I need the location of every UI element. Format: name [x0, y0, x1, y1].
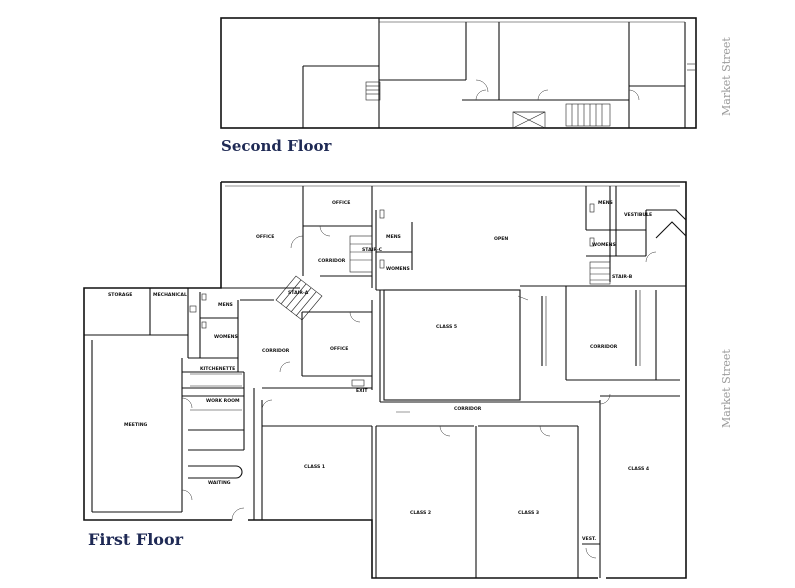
- exterior-wall: [83, 182, 232, 521]
- fixture: [201, 321, 207, 329]
- room-labels: STORAGE MECHANICAL MENS WOMENS OFFICE OF…: [108, 200, 652, 542]
- door-swing: [279, 361, 291, 373]
- room-label-corridor-c: CORRIDOR: [590, 344, 618, 350]
- room-label-class-4: CLASS 4: [628, 466, 649, 472]
- door-swing: [290, 235, 304, 249]
- room-label-womens-center: WOMENS: [386, 266, 410, 272]
- second-floor-outline: [220, 17, 697, 129]
- room-label-class-1: CLASS 1: [304, 464, 325, 470]
- room-label-class-2: CLASS 2: [410, 510, 431, 516]
- room-label-corridor-a: CORRIDOR: [318, 258, 346, 264]
- door-swing: [181, 489, 193, 501]
- second-floor-stair: [565, 103, 611, 127]
- room-label-mechanical: MECHANICAL: [153, 292, 187, 298]
- vestibule-wall: [655, 221, 687, 239]
- door-swing: [349, 311, 361, 323]
- fixture: [379, 209, 385, 219]
- room-label-womens-right: WOMENS: [592, 242, 616, 248]
- room-label-office-c: OFFICE: [330, 346, 348, 352]
- room-label-mens-center: MENS: [386, 234, 401, 240]
- door-swing: [517, 295, 529, 301]
- stair-a-graphic: [275, 275, 323, 321]
- room-label-womens-left: WOMENS: [214, 334, 238, 340]
- door-swing: [181, 397, 193, 409]
- exterior-wall: [221, 181, 687, 579]
- fixture: [589, 237, 595, 247]
- reception-counter: [188, 465, 243, 479]
- room-label-corridor-d: CORRIDOR: [454, 406, 482, 412]
- fixture: [379, 259, 385, 269]
- room-label-stair-c: STAIR-C: [362, 247, 383, 253]
- second-floor-title: Second Floor: [221, 137, 332, 155]
- door-swing: [537, 89, 549, 101]
- second-floor-plan: [220, 17, 697, 129]
- door-swing: [319, 225, 331, 237]
- first-floor-title: First Floor: [88, 530, 184, 549]
- room-label-class-3: CLASS 3: [518, 510, 539, 516]
- vestibule-wall: [646, 209, 687, 221]
- street-label-bottom: Market Street: [720, 349, 733, 428]
- exit-marker: [351, 379, 365, 387]
- second-floor-shaft: [512, 111, 546, 129]
- second-floor-shaft: [512, 111, 546, 129]
- room-label-mens-right: MENS: [598, 200, 613, 206]
- room-label-exit: EXIT: [356, 388, 368, 394]
- exterior-wall: [248, 519, 598, 579]
- stair-b-graphic: [589, 261, 611, 285]
- door-swing: [539, 425, 551, 437]
- room-label-office-b: OFFICE: [332, 200, 350, 206]
- fixture: [201, 293, 207, 301]
- fixture: [589, 203, 595, 213]
- room-label-mens-left: MENS: [218, 302, 233, 308]
- room-label-stair-b: STAIR-B: [612, 274, 633, 280]
- door-swing: [645, 251, 657, 263]
- door-swing: [439, 425, 451, 437]
- door-swing: [585, 547, 597, 559]
- class-5-walls: [383, 289, 521, 401]
- stair-c-graphic: [349, 235, 373, 273]
- door-swing: [475, 89, 487, 101]
- room-label-meeting: MEETING: [124, 422, 148, 428]
- door-swing: [475, 79, 489, 93]
- fixture: [189, 305, 197, 313]
- door-swing: [261, 399, 273, 411]
- room-label-office-a: OFFICE: [256, 234, 274, 240]
- door-swing: [628, 89, 640, 101]
- door-swing: [231, 507, 245, 521]
- room-label-stair-a: STAIR-A: [288, 290, 309, 296]
- room-label-kitchenette: KITCHENETTE: [200, 366, 235, 372]
- door-swing: [599, 393, 611, 405]
- street-label-top: Market Street: [720, 37, 733, 116]
- room-label-class-5: CLASS 5: [436, 324, 457, 330]
- first-floor-plan: [83, 181, 687, 579]
- room-label-vest: VEST.: [582, 536, 596, 542]
- room-label-waiting: WAITING: [208, 480, 231, 486]
- room-label-storage: STORAGE: [108, 292, 132, 298]
- room-label-open: OPEN: [494, 236, 508, 242]
- room-label-work-room: WORK ROOM: [206, 398, 240, 404]
- second-floor-stair: [365, 81, 381, 101]
- room-label-vestibule: VESTIBULE: [624, 212, 652, 218]
- room-label-corridor-b: CORRIDOR: [262, 348, 290, 354]
